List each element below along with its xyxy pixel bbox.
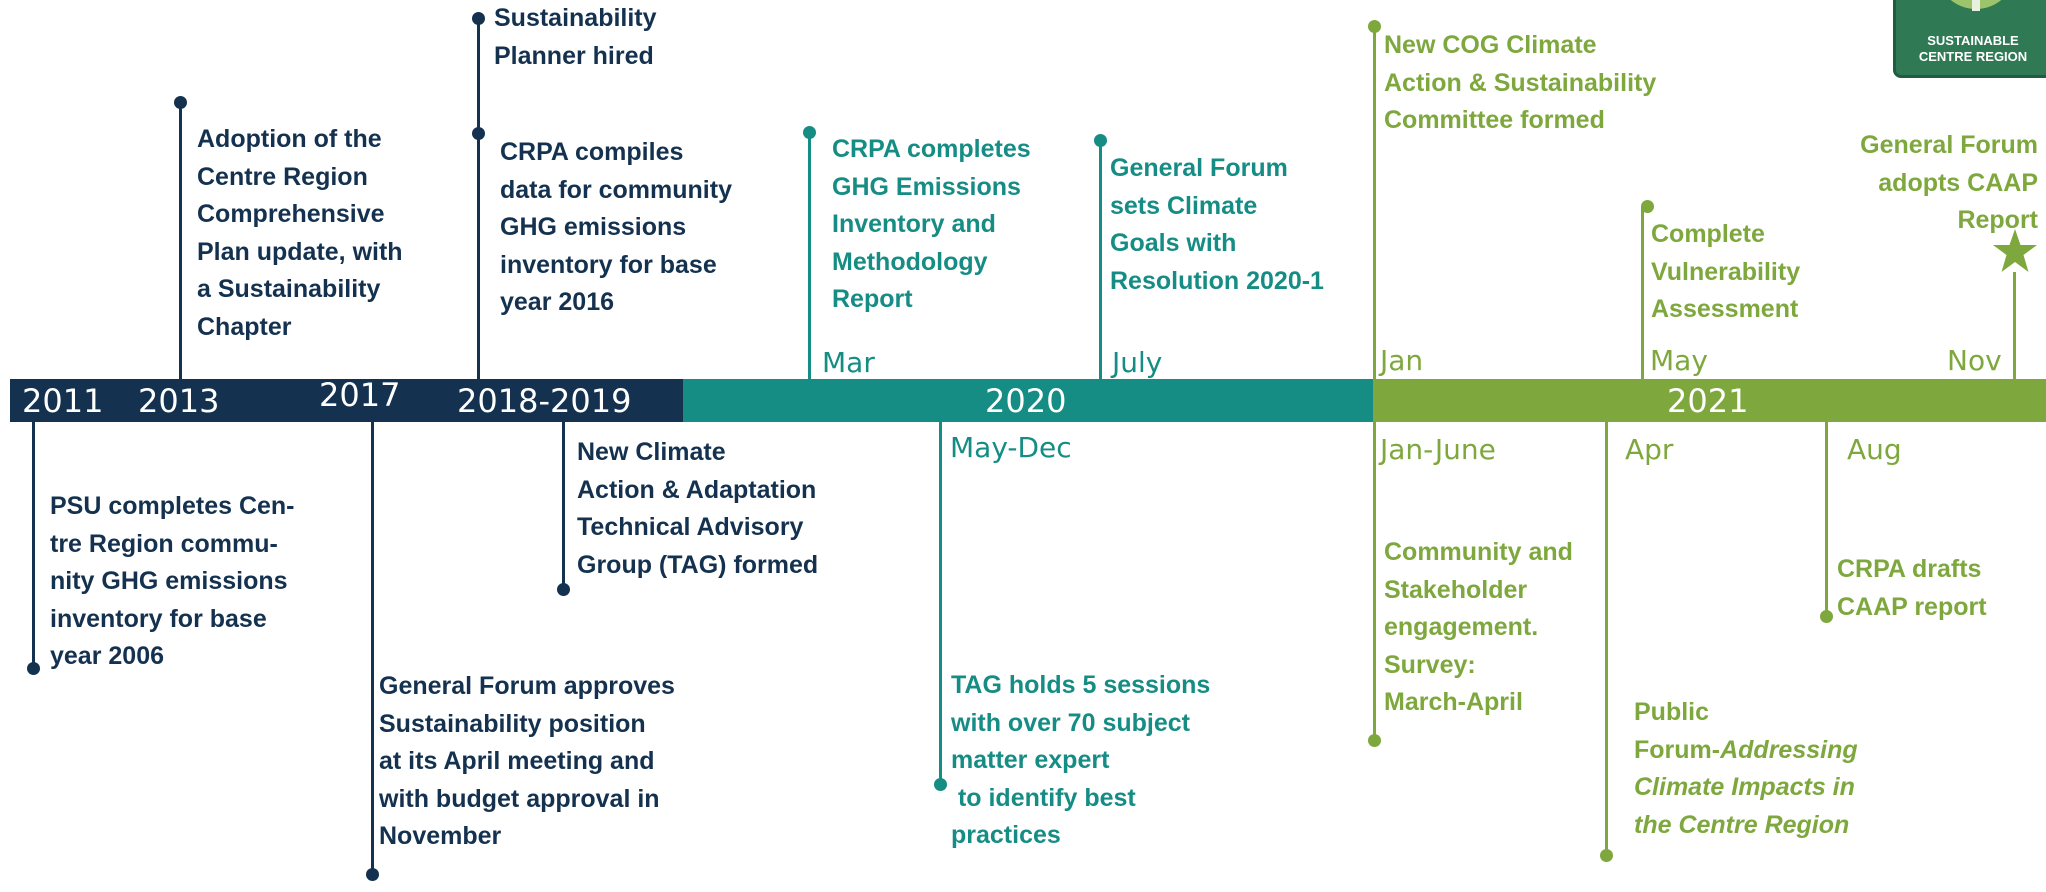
- connector-gf-goals: [1099, 140, 1102, 379]
- marker-dot: [557, 583, 570, 596]
- marker-dot: [1368, 734, 1381, 747]
- connector-planner: [477, 18, 480, 379]
- marker-dot: [1600, 849, 1613, 862]
- connector-crpa-completes: [808, 132, 811, 379]
- connector-vulnerability: [1641, 206, 1644, 379]
- marker-dot: [1820, 610, 1833, 623]
- marker-dot: [1641, 200, 1654, 213]
- month-may: May: [1650, 344, 1708, 377]
- year-2020: 2020: [985, 382, 1067, 420]
- connector-gf-adopts: [2013, 272, 2016, 379]
- month-nov: Nov: [1947, 344, 2002, 377]
- marker-dot: [472, 127, 485, 140]
- sustainable-centre-region-logo: SUSTAINABLE CENTRE REGION: [1893, 0, 2046, 78]
- connector-gf-approves: [371, 422, 374, 875]
- star-icon: [1993, 229, 2037, 272]
- event-psu-inventory: PSU completes Cen-tre Region commu-nity …: [50, 492, 295, 670]
- year-2018-2019: 2018-2019: [457, 382, 632, 420]
- timeline-bar-2021: [1373, 379, 2046, 422]
- marker-dot: [366, 868, 379, 881]
- marker-dot: [174, 96, 187, 109]
- event-public-forum: Public Forum-Addressing Climate Impacts …: [1634, 698, 1858, 839]
- connector-crpa-drafts: [1825, 422, 1828, 612]
- year-2021: 2021: [1667, 382, 1749, 420]
- connector-psu: [32, 422, 35, 668]
- logo-line-2: CENTRE REGION: [1918, 49, 2028, 64]
- month-apr: Apr: [1625, 433, 1674, 466]
- connector-cog-committee: [1373, 26, 1376, 379]
- month-jan: Jan: [1380, 344, 1424, 377]
- marker-dot: [1368, 20, 1381, 33]
- connector-tag-sessions: [939, 422, 942, 785]
- marker-dot: [27, 662, 40, 675]
- marker-dot: [934, 778, 947, 791]
- marker-dot: [803, 126, 816, 139]
- month-july: July: [1112, 346, 1163, 379]
- marker-dot: [1094, 134, 1107, 147]
- connector-tag-formed: [562, 422, 565, 588]
- timeline-bar-2020: [683, 379, 1373, 422]
- month-aug: Aug: [1847, 433, 1902, 466]
- year-2011: 2011: [22, 382, 104, 420]
- month-mar: Mar: [822, 346, 875, 379]
- month-jan-june: Jan-June: [1380, 433, 1496, 466]
- logo-line-1: SUSTAINABLE: [1927, 33, 2019, 48]
- marker-dot: [472, 12, 485, 25]
- connector-engagement: [1373, 422, 1376, 740]
- connector-public-forum: [1605, 422, 1608, 856]
- year-2013: 2013: [138, 382, 220, 420]
- connector-adoption: [179, 102, 182, 379]
- timeline-bar-2011-2019: [10, 379, 683, 422]
- year-2017: 2017: [319, 376, 401, 414]
- month-may-dec: May-Dec: [950, 431, 1072, 464]
